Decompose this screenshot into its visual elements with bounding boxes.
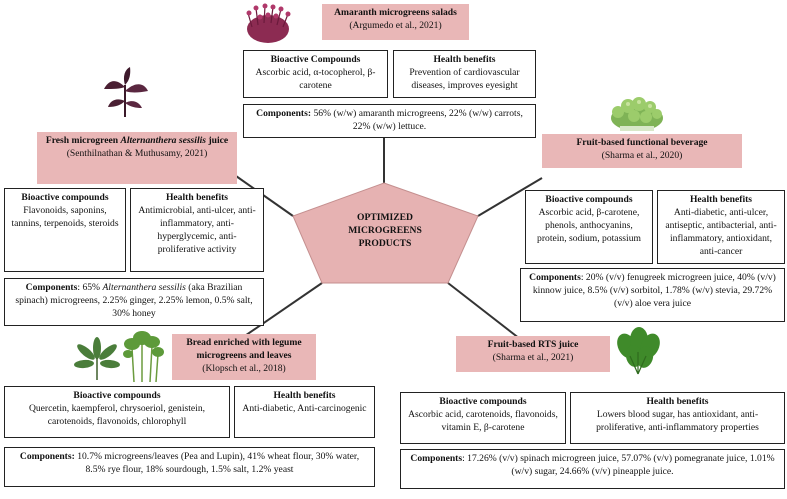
juice-health-text: Antimicrobial, anti-ulcer, anti-inflamma… xyxy=(138,204,256,255)
beverage-bio-text: Ascorbic acid, β-carotene, phenols, anth… xyxy=(537,206,641,244)
center-label: OPTIMIZED MICROGREENS PRODUCTS xyxy=(322,212,448,251)
bread-bioactive-box: Bioactive compounds Quercetin, kaempfero… xyxy=(4,386,230,438)
bread-comp-text: 10.7% microgreens/leaves (Pea and Lupin)… xyxy=(77,451,360,475)
rts-components-box: Components: 17.26% (v/v) spinach microgr… xyxy=(400,449,785,489)
rts-title: Fruit-based RTS juice xyxy=(487,339,579,350)
amaranth-microgreens-image xyxy=(246,3,291,43)
beverage-ref: (Sharma et al., 2020) xyxy=(601,149,683,161)
rts-bioactive-box: Bioactive compounds Ascorbic acid, carot… xyxy=(400,392,566,444)
juice-title-a: Fresh microgreen xyxy=(45,135,119,146)
rts-health-title: Health benefits xyxy=(646,396,709,407)
juice-health-box: Health benefits Antimicrobial, anti-ulce… xyxy=(130,188,264,272)
bread-comp-label: Components: xyxy=(19,451,75,462)
pea-microgreens-image xyxy=(123,331,164,382)
bread-bio-title: Bioactive compounds xyxy=(73,390,161,401)
beverage-bioactive-box: Bioactive compounds Ascorbic acid, β-car… xyxy=(525,190,653,264)
beverage-title: Fruit-based functional beverage xyxy=(576,137,708,148)
rts-comp-text: : 17.26% (v/v) spinach microgreen juice,… xyxy=(462,453,775,477)
rts-bio-text: Ascorbic acid, carotenoids, flavonoids, … xyxy=(408,408,558,433)
amaranth-health-text: Prevention of cardiovascular diseases, i… xyxy=(409,66,520,91)
bread-health-box: Health benefits Anti-diabetic, Anti-carc… xyxy=(234,386,375,438)
juice-title-box: Fresh microgreen Alternanthera sessilis … xyxy=(37,132,237,184)
juice-title-c: juice xyxy=(208,135,229,146)
amaranth-health-title: Health benefits xyxy=(433,54,496,65)
spinach-microgreens-image xyxy=(617,327,660,375)
juice-title-b: Alternanthera sessilis xyxy=(120,135,207,146)
beverage-health-box: Health benefits Anti-diabetic, anti-ulce… xyxy=(657,190,785,264)
juice-ref: (Senthilnathan & Muthusamy, 2021) xyxy=(66,147,208,159)
connector-bottom-left xyxy=(235,282,323,343)
amaranth-components-box: Components: 56% (w/w) amaranth microgree… xyxy=(243,104,536,138)
bread-title-box: Bread enriched with legume microgreens a… xyxy=(172,334,316,380)
beverage-components-box: Components: 20% (v/v) fenugreek microgre… xyxy=(520,268,785,322)
bread-ref: (Klopsch et al., 2018) xyxy=(202,362,286,374)
amaranth-bioactive-box: Bioactive Compounds Ascorbic acid, α-toc… xyxy=(243,50,388,98)
amaranth-comp-text: 56% (w/w) amaranth microgreens, 22% (w/w… xyxy=(313,108,523,132)
bread-bio-text: Quercetin, kaempferol, chrysoeriol, geni… xyxy=(28,402,206,427)
connector-top-right xyxy=(477,177,543,217)
beverage-comp-text: : 20% (v/v) fenugreek microgreen juice, … xyxy=(532,272,776,309)
fenugreek-microgreens-image xyxy=(611,97,663,131)
beverage-health-text: Anti-diabetic, anti-ulcer, antiseptic, a… xyxy=(665,206,777,257)
rts-health-text: Lowers blood sugar, has antioxidant, ant… xyxy=(596,408,759,433)
juice-health-title: Health benefits xyxy=(165,192,229,203)
center-pentagon xyxy=(292,182,479,284)
juice-bio-text: Flavonoids, saponins, tannins, terpenoid… xyxy=(11,204,119,229)
amaranth-bio-text: Ascorbic acid, α-tocopherol, β-carotene xyxy=(255,66,376,91)
amaranth-title: Amaranth microgreens salads xyxy=(334,7,457,18)
amaranth-bio-title: Bioactive Compounds xyxy=(270,54,361,65)
juice-bio-title: Bioactive compounds xyxy=(21,192,109,203)
amaranth-health-box: Health benefits Prevention of cardiovasc… xyxy=(393,50,536,98)
beverage-comp-label: Components xyxy=(529,272,581,283)
amaranth-ref: (Argumedo et al., 2021) xyxy=(349,19,442,31)
lupin-leaves-image xyxy=(74,337,120,380)
beverage-health-title: Health benefits xyxy=(689,194,753,205)
beverage-bio-title: Bioactive compounds xyxy=(545,194,633,205)
amaranth-comp-label: Components: xyxy=(256,108,312,119)
juice-comp-c: (aka Brazilian spinach) microgreens, 2.2… xyxy=(15,282,253,319)
juice-bioactive-box: Bioactive compounds Flavonoids, saponins… xyxy=(4,188,126,272)
alternanthera-image xyxy=(104,67,148,117)
juice-components-box: Components: 65% Alternanthera sessilis (… xyxy=(4,278,264,326)
bread-health-text: Anti-diabetic, Anti-carcinogenic xyxy=(242,402,367,414)
rts-health-box: Health benefits Lowers blood sugar, has … xyxy=(570,392,785,444)
rts-comp-label: Components xyxy=(410,453,463,464)
rts-title-box: Fruit-based RTS juice (Sharma et al., 20… xyxy=(456,336,610,372)
bread-title: Bread enriched with legume microgreens a… xyxy=(186,337,302,361)
beverage-title-box: Fruit-based functional beverage (Sharma … xyxy=(542,134,742,168)
rts-bio-title: Bioactive compounds xyxy=(439,396,527,407)
connector-top-left xyxy=(235,175,294,217)
amaranth-title-box: Amaranth microgreens salads (Argumedo et… xyxy=(322,4,469,40)
connector-bottom-right xyxy=(447,282,525,343)
juice-comp-a: : 65% xyxy=(77,282,101,293)
center-line-2: MICROGREENS xyxy=(348,224,422,236)
rts-ref: (Sharma et al., 2021) xyxy=(492,351,574,363)
juice-comp-b: Alternanthera sessilis xyxy=(102,282,186,293)
center-line-1: OPTIMIZED xyxy=(357,212,413,223)
bread-components-box: Components: 10.7% microgreens/leaves (Pe… xyxy=(4,447,375,487)
bread-health-title: Health benefits xyxy=(273,390,336,401)
juice-comp-label: Components xyxy=(25,282,78,293)
center-line-3: PRODUCTS xyxy=(358,237,412,249)
